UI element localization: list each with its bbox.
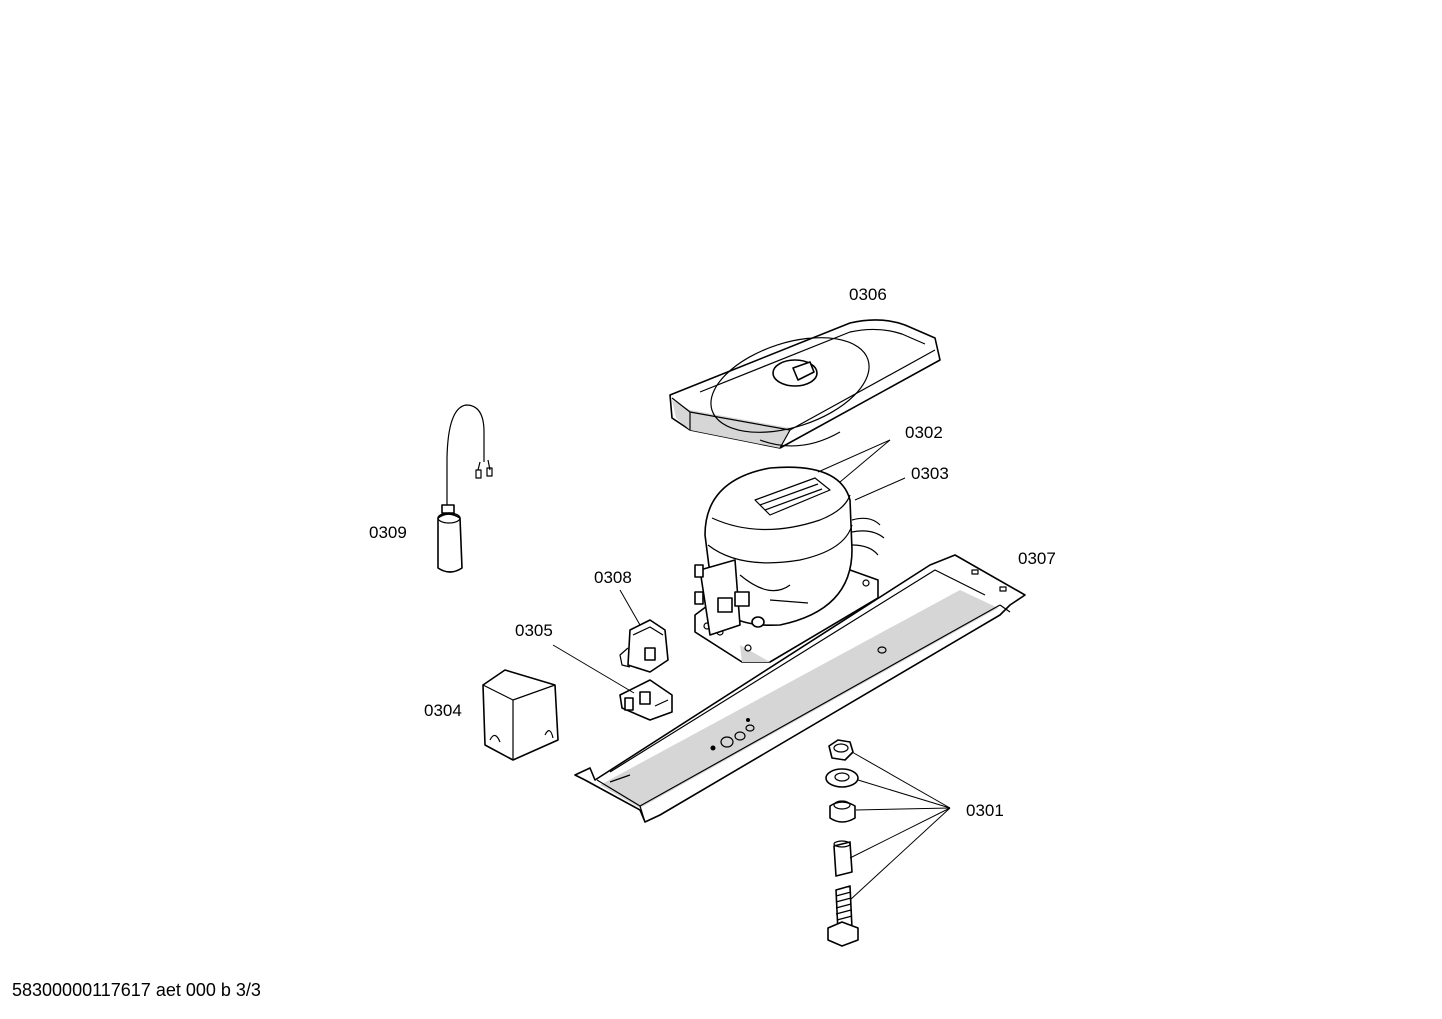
part-0309-capacitor — [437, 404, 493, 573]
label-0302: 0302 — [905, 423, 943, 442]
label-0304: 0304 — [424, 701, 462, 720]
part-0307-mounting-rail — [574, 554, 1026, 823]
part-0308-starter-relay — [619, 619, 669, 673]
label-0305: 0305 — [515, 621, 553, 640]
label-0308: 0308 — [594, 568, 632, 587]
part-0304-cover — [482, 669, 559, 761]
label-0301: 0301 — [966, 801, 1004, 820]
label-0307: 0307 — [1018, 549, 1056, 568]
label-0303: 0303 — [911, 464, 949, 483]
label-0309: 0309 — [369, 523, 407, 542]
part-0306-drip-tray — [669, 319, 941, 449]
document-footer-code: 58300000117617 aet 000 b 3/3 — [12, 980, 261, 1000]
label-0306: 0306 — [849, 285, 887, 304]
part-0303-compressor — [694, 466, 885, 663]
leader-lines — [552, 439, 951, 901]
part-0305-protector — [619, 679, 673, 721]
part-0301-fasteners — [825, 739, 859, 947]
